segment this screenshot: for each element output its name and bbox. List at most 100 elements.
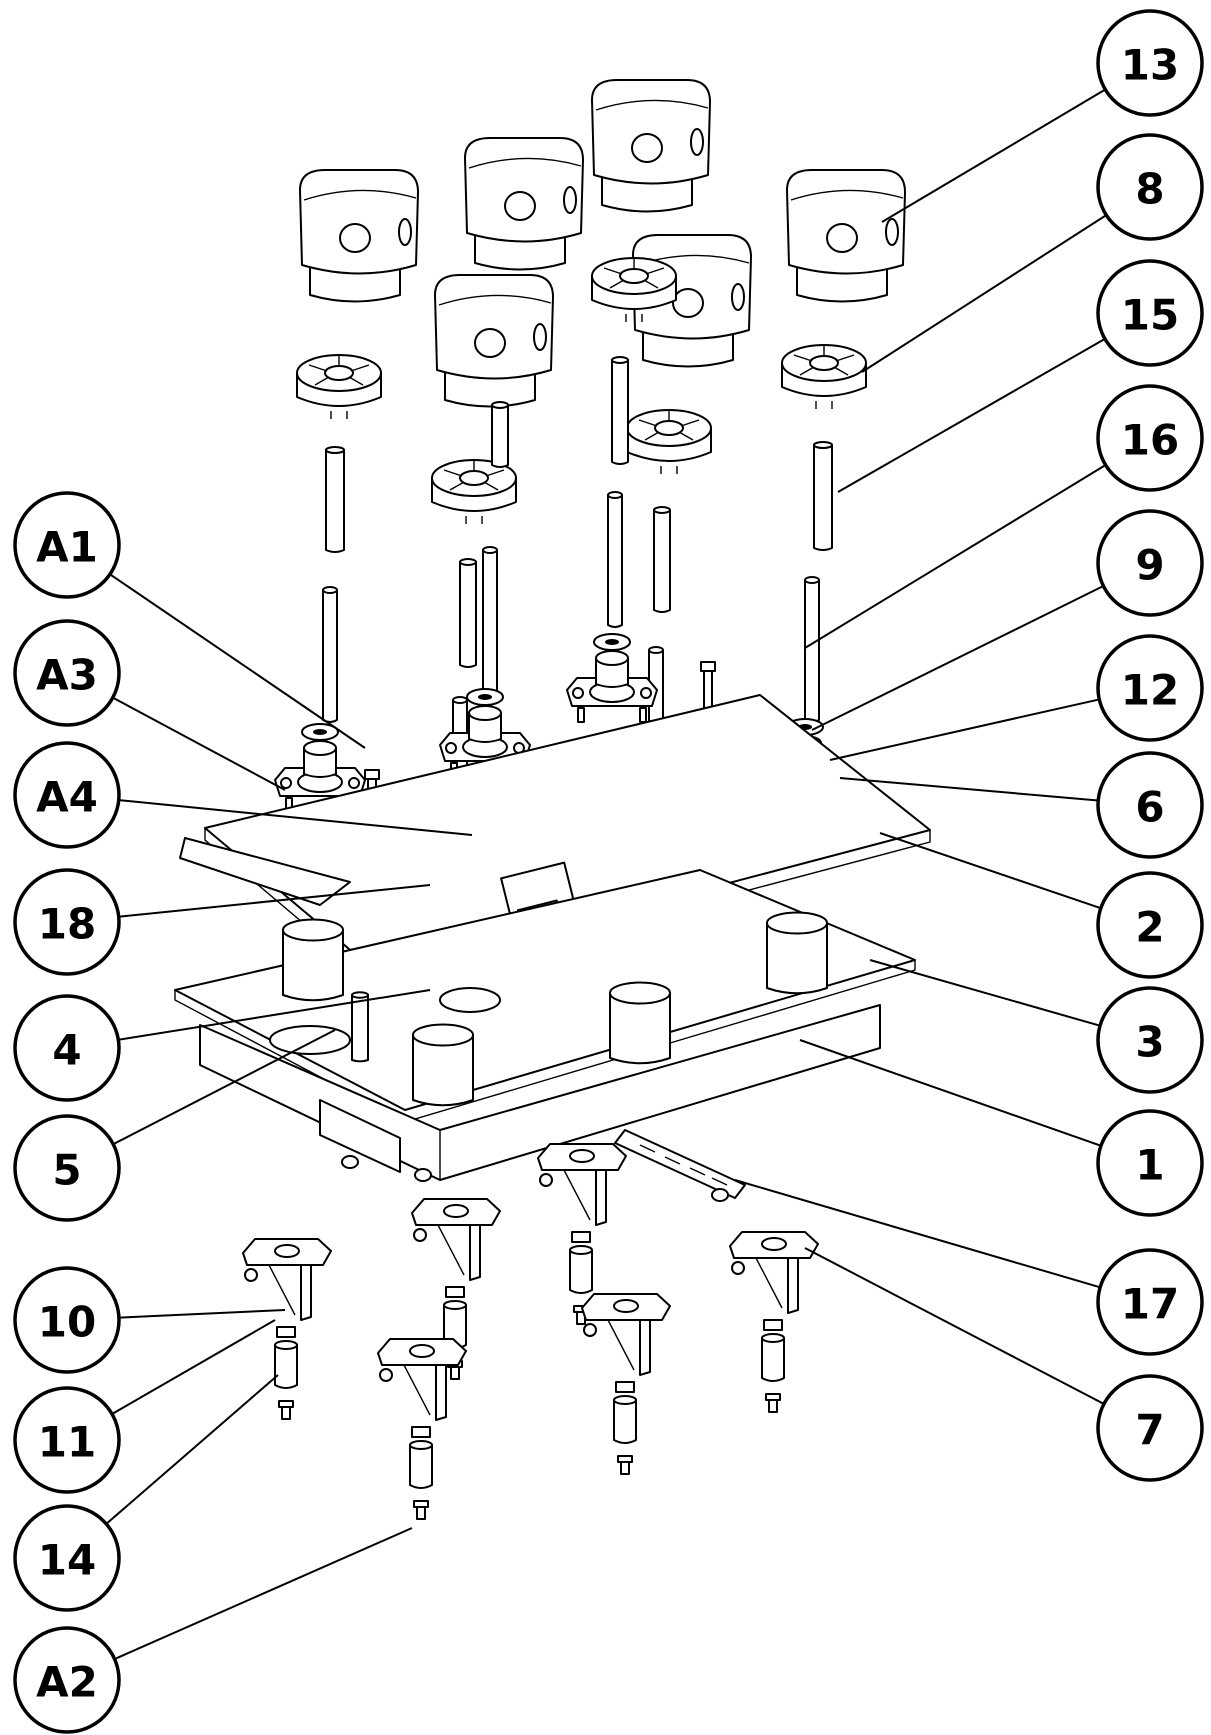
foot-hole bbox=[761, 1237, 787, 1251]
leader-11 bbox=[111, 1319, 276, 1415]
balloon-circle bbox=[1096, 1248, 1204, 1356]
balloon-circle bbox=[13, 1114, 121, 1222]
leader-1 bbox=[799, 1039, 1102, 1147]
foot-nut bbox=[583, 1323, 597, 1337]
flange-hole bbox=[445, 742, 457, 754]
shaft-6 bbox=[459, 558, 477, 668]
hub-bore bbox=[324, 365, 354, 381]
shaft-body bbox=[491, 404, 509, 468]
shaft-end bbox=[813, 441, 833, 449]
knob-hole bbox=[474, 328, 506, 358]
leader-lines bbox=[105, 88, 1107, 1660]
washer-hole bbox=[313, 729, 327, 735]
foot-4 bbox=[581, 1293, 671, 1475]
knob-edge bbox=[303, 189, 417, 201]
knob-edge bbox=[438, 294, 552, 306]
knob-edge bbox=[595, 99, 709, 111]
foot-screw-head bbox=[278, 1400, 294, 1408]
foot-spacer bbox=[274, 1344, 298, 1389]
leader-4 bbox=[118, 989, 431, 1041]
balloon-circle bbox=[1096, 751, 1204, 859]
balloon-6: 6 bbox=[1096, 751, 1204, 859]
balloon-17-label: 17 bbox=[1121, 1280, 1179, 1329]
shaft-body bbox=[607, 494, 623, 628]
foot-rib bbox=[563, 1169, 591, 1221]
balloon-3: 3 bbox=[1096, 986, 1204, 1094]
hub-1 bbox=[296, 354, 382, 419]
nut-3 bbox=[711, 1188, 729, 1202]
balloon-circle bbox=[13, 868, 121, 976]
top-plate-flap bbox=[179, 837, 351, 906]
balloon-circle bbox=[13, 1266, 121, 1374]
knob-hole bbox=[504, 191, 536, 221]
nut-2 bbox=[414, 1168, 432, 1182]
foot-rib bbox=[403, 1364, 431, 1416]
balloon-15: 15 bbox=[1096, 259, 1204, 367]
shaft-4 bbox=[611, 356, 629, 465]
washer-hole bbox=[478, 694, 492, 700]
foot-leg bbox=[435, 1364, 447, 1421]
foot-rib bbox=[607, 1319, 635, 1371]
balloon-circle bbox=[13, 1386, 121, 1494]
din-rail-slots bbox=[639, 1144, 728, 1186]
knob-side-hole bbox=[885, 218, 899, 246]
knob-6 bbox=[632, 234, 752, 368]
balloon-circle bbox=[13, 491, 121, 599]
shaft-end bbox=[648, 646, 664, 654]
knob-side-hole bbox=[533, 323, 547, 351]
shaft-body bbox=[813, 444, 833, 551]
shaft-body bbox=[325, 449, 345, 553]
knob-edge bbox=[468, 157, 582, 169]
hub-ribs bbox=[638, 411, 700, 441]
knob-side-hole bbox=[563, 186, 577, 214]
knob-body bbox=[786, 169, 906, 275]
leader-9 bbox=[811, 585, 1104, 731]
balloon-12-label: 12 bbox=[1121, 666, 1179, 715]
balloon-4-label: 4 bbox=[52, 1026, 81, 1075]
foot-leg bbox=[639, 1319, 651, 1376]
foot-leg bbox=[300, 1264, 312, 1321]
balloon-9: 9 bbox=[1096, 509, 1204, 617]
knob-hole bbox=[826, 223, 858, 253]
balloon-circle bbox=[1096, 1109, 1204, 1217]
foot-spacer-top bbox=[274, 1340, 298, 1350]
shaft-body bbox=[653, 509, 671, 613]
leader-14 bbox=[105, 1374, 279, 1525]
shaft-end bbox=[482, 546, 498, 554]
foot-washer bbox=[571, 1231, 591, 1243]
foot-hole bbox=[443, 1204, 469, 1218]
balloon-A3: A3 bbox=[13, 619, 121, 727]
spacer-top bbox=[412, 1023, 474, 1047]
knob-4 bbox=[786, 169, 906, 303]
leader-10 bbox=[118, 1309, 286, 1319]
balloon-A4: A4 bbox=[13, 741, 121, 849]
shaft-body bbox=[459, 561, 477, 668]
hub-ribs bbox=[793, 346, 855, 376]
balloon-circle bbox=[13, 994, 121, 1102]
balloon-12: 12 bbox=[1096, 634, 1204, 742]
bearing-top bbox=[303, 740, 337, 756]
knob-hole bbox=[631, 133, 663, 163]
foot-hole bbox=[569, 1149, 595, 1163]
balloon-circle bbox=[1096, 1374, 1204, 1482]
hub-2 bbox=[431, 459, 517, 524]
washer-hole bbox=[605, 639, 619, 645]
hub-3 bbox=[591, 257, 677, 322]
balloon-15-label: 15 bbox=[1121, 291, 1179, 340]
foot-5 bbox=[729, 1231, 819, 1413]
balloon-A2: A2 bbox=[13, 1626, 121, 1734]
leader-A3 bbox=[112, 696, 286, 791]
shaft-3 bbox=[653, 506, 671, 613]
foot-washer bbox=[615, 1381, 635, 1393]
knob-side-hole bbox=[690, 128, 704, 156]
balloon-circle bbox=[13, 619, 121, 727]
foot-spacer bbox=[409, 1444, 433, 1489]
foot-spacer bbox=[613, 1399, 637, 1444]
balloon-17: 17 bbox=[1096, 1248, 1204, 1356]
balloon-circle bbox=[1096, 259, 1204, 367]
flange-hole bbox=[280, 777, 292, 789]
knob-body bbox=[299, 169, 419, 275]
foot-spacer-top bbox=[761, 1333, 785, 1343]
balloon-8: 8 bbox=[1096, 133, 1204, 241]
